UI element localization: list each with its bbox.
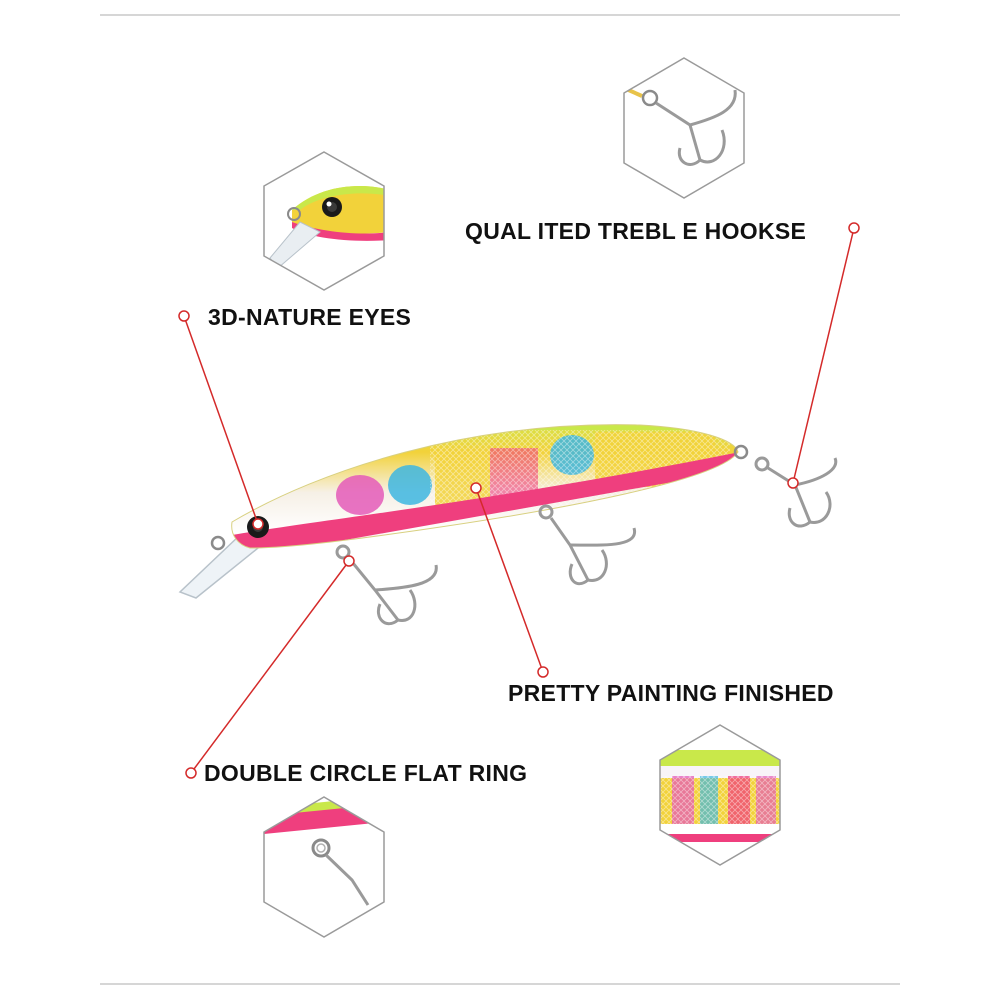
callout-eyes [178, 310, 264, 530]
tail-treble-hook [754, 456, 838, 528]
callout-painting [470, 482, 549, 678]
ring-label: DOUBLE CIRCLE FLAT RING [204, 760, 528, 786]
hook-detail-hexagon [623, 57, 745, 199]
eyes-label: 3D-NATURE EYES [208, 304, 412, 330]
fishing-lure [178, 424, 838, 626]
belly-treble-hook-middle [538, 504, 636, 586]
painting-label: PRETTY PAINTING FINISHED [508, 680, 834, 706]
paint-detail-hexagon [659, 724, 781, 866]
hooks-label: QUAL ITED TREBL E HOOKSE [465, 218, 807, 244]
callout-hooks [787, 222, 860, 489]
ring-detail-hexagon [263, 796, 385, 938]
nose-ring [210, 535, 226, 551]
belly-treble-hook-front [335, 544, 438, 626]
tail-ring [733, 444, 749, 460]
callout-ring [185, 555, 355, 779]
eye-detail-hexagon [263, 151, 385, 291]
